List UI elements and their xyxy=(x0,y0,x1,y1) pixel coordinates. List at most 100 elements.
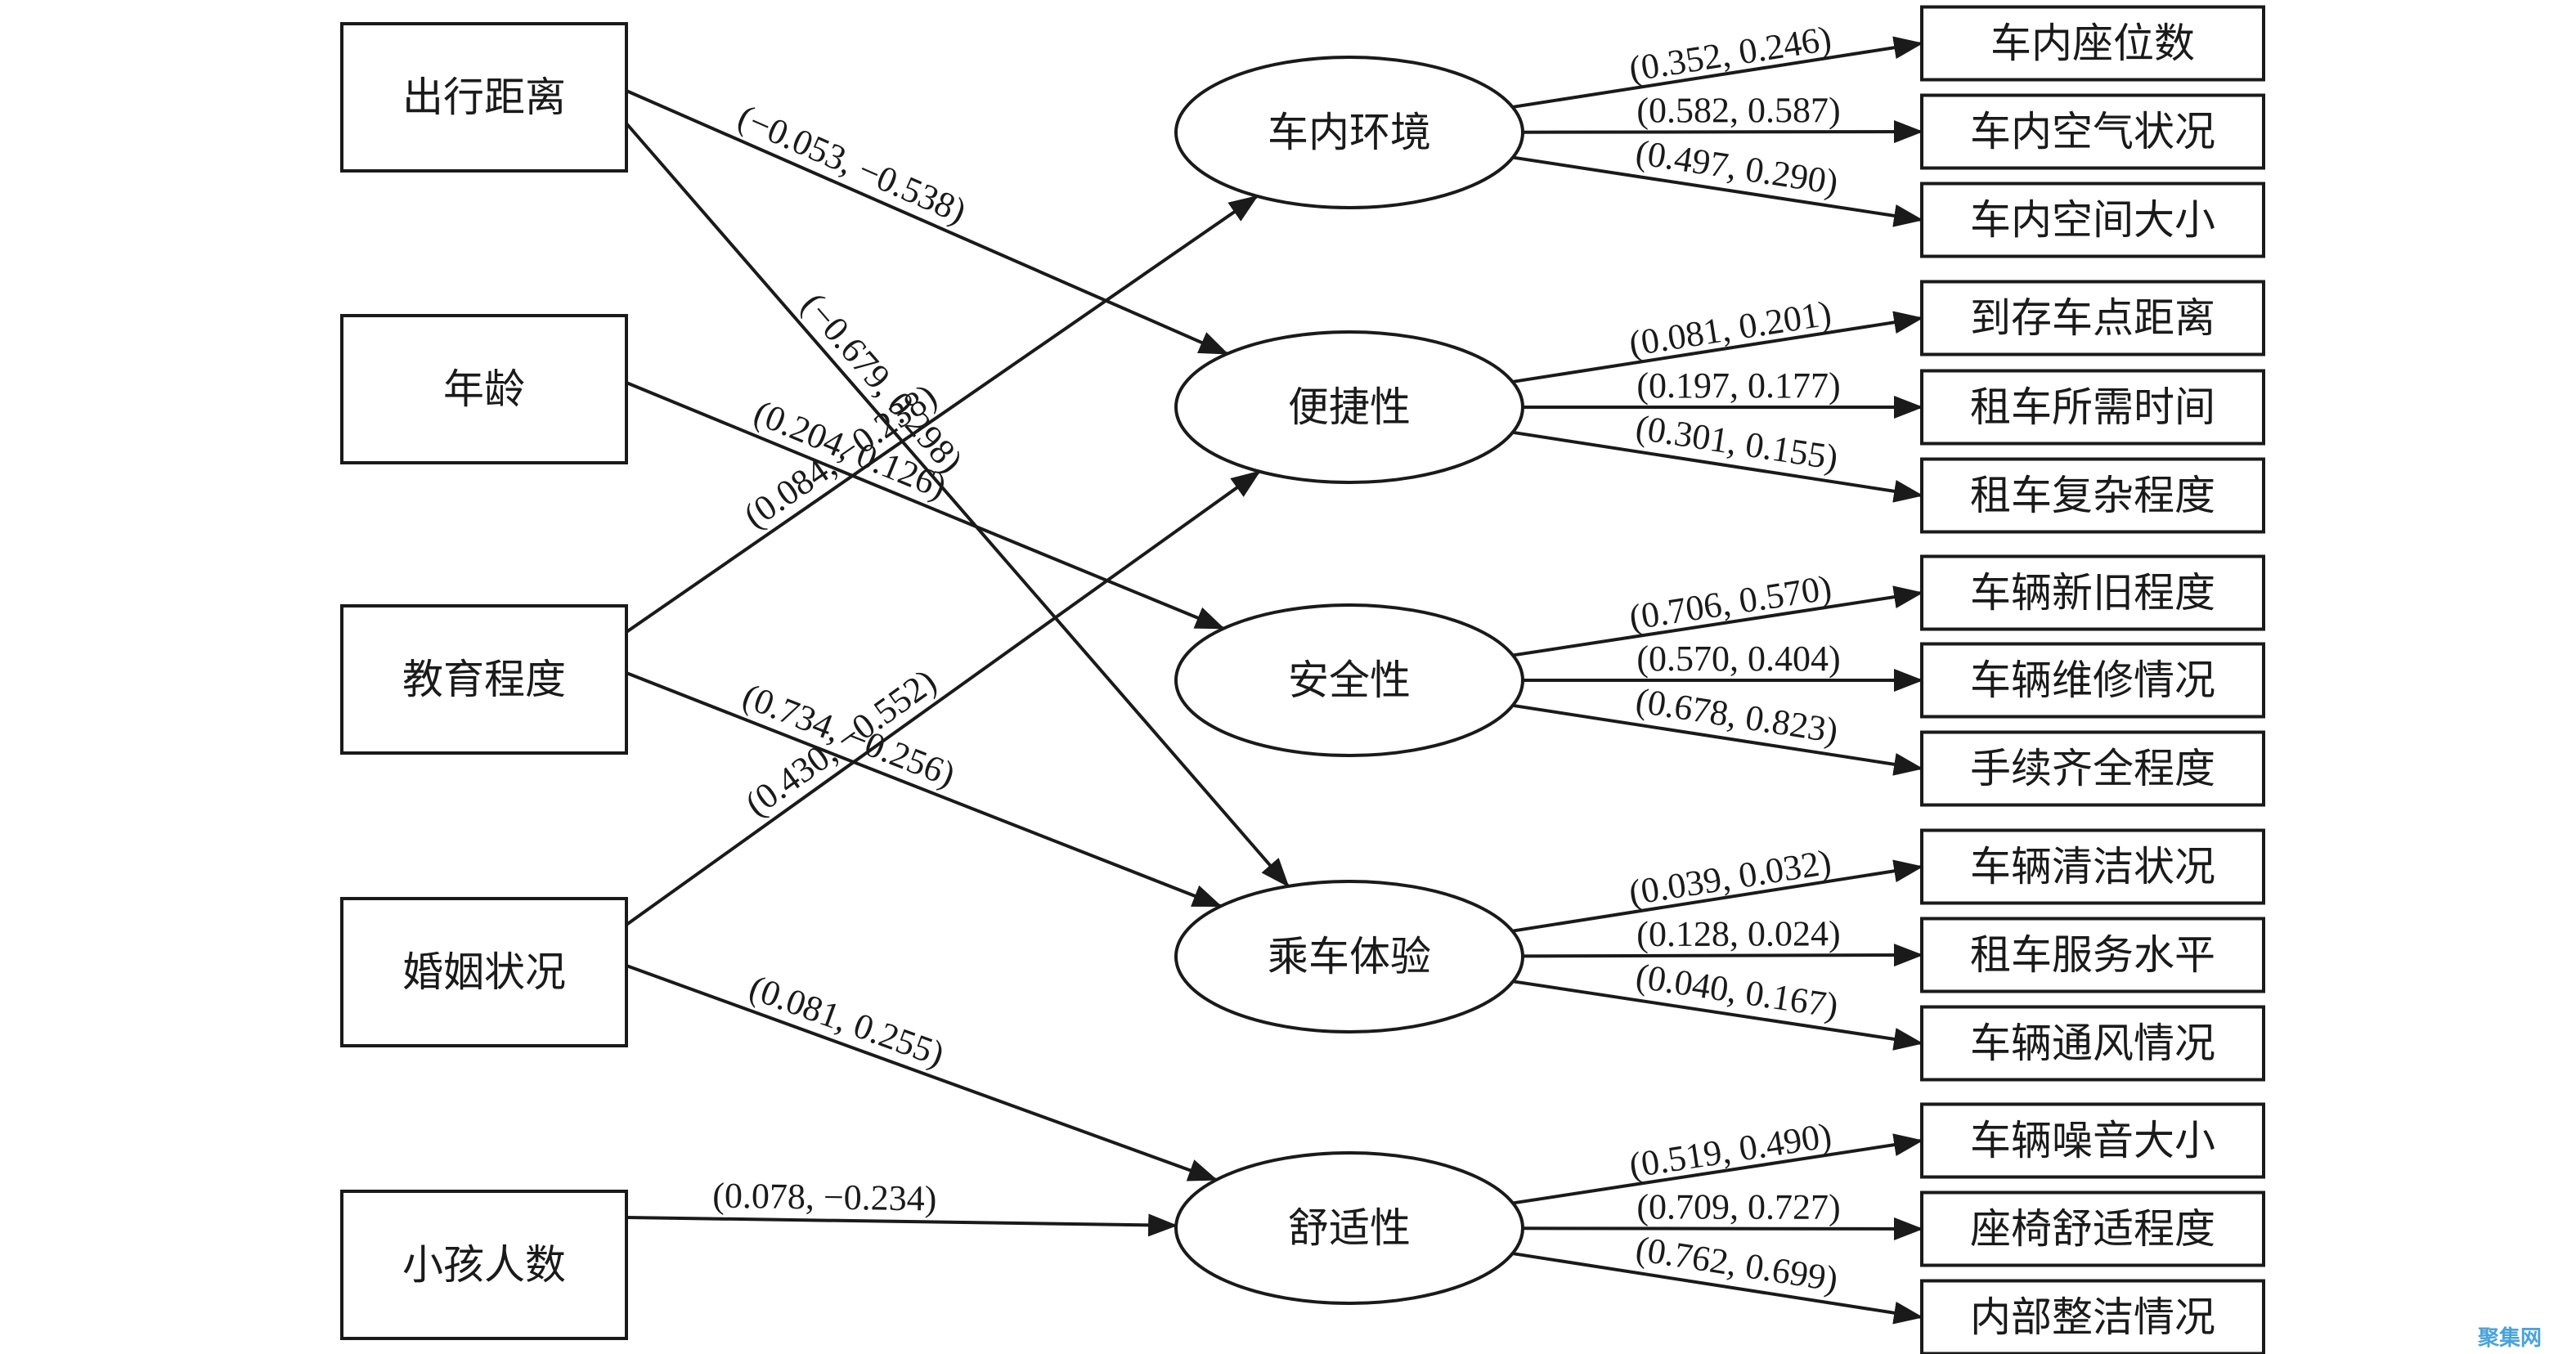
indicator-box-r12: 车辆通风情况 xyxy=(1920,1005,2265,1082)
indicator-box-r10: 车辆清洁状况 xyxy=(1920,828,2265,905)
indicator-box-r4: 到存车点距离 xyxy=(1920,280,2265,356)
factor-box-shape xyxy=(340,1190,628,1340)
loading-arrow-env-r3 xyxy=(1512,155,1923,227)
watermark-text: 聚集网 xyxy=(2477,1325,2542,1351)
loading-arrow-convenience-r4 xyxy=(1512,311,1923,383)
indicator-label: 座椅舒适程度 xyxy=(1970,1205,2215,1253)
indicator-box-shape xyxy=(1920,182,2265,258)
loading-arrow-env-r1 xyxy=(1512,36,1923,109)
indicator-box-r7: 车辆新旧程度 xyxy=(1920,554,2265,631)
factor-label: 小孩人数 xyxy=(402,1241,566,1289)
loading-arrow-comfort-r14 xyxy=(1522,1217,1923,1240)
latent-ellipse-comfort: 舒适性 xyxy=(1174,1151,1524,1305)
indicator-box-shape xyxy=(1920,369,2265,446)
indicator-box-shape xyxy=(1920,5,2265,82)
path-coefficient-label: (0.582, 0.587) xyxy=(1636,90,1840,130)
latent-ellipse-shape xyxy=(1174,603,1524,757)
factor-label: 教育程度 xyxy=(402,656,566,703)
indicator-label: 车内空气状况 xyxy=(1970,108,2215,155)
indicator-box-shape xyxy=(1920,1005,2265,1082)
path-arrow-children-comfort xyxy=(626,1213,1178,1237)
loading-arrow-safety-r7 xyxy=(1512,585,1923,657)
path-coefficient-label: (0.128, 0.024) xyxy=(1636,913,1840,954)
path-arrow-education-experience xyxy=(626,671,1223,908)
latent-ellipse-shape xyxy=(1174,880,1524,1033)
latent-ellipse-safety: 安全性 xyxy=(1174,603,1524,757)
indicator-box-shape xyxy=(1920,93,2265,170)
indicator-box-r1: 车内座位数 xyxy=(1920,5,2265,82)
indicator-box-r2: 车内空气状况 xyxy=(1920,93,2265,170)
indicator-label: 车辆维修情况 xyxy=(1970,657,2215,704)
factor-box-marital: 婚姻状况 xyxy=(340,897,628,1047)
path-coefficient-label: (0.709, 0.727) xyxy=(1636,1186,1840,1226)
factor-box-education: 教育程度 xyxy=(340,604,628,755)
path-coefficient-label: (0.352, 0.246) xyxy=(1627,18,1834,89)
loading-arrow-comfort-r13 xyxy=(1512,1133,1923,1205)
indicator-label: 车内座位数 xyxy=(1990,20,2195,67)
loading-arrow-experience-r11 xyxy=(1522,944,1923,967)
path-arrow-age-safety xyxy=(626,381,1226,630)
indicator-box-shape xyxy=(1920,730,2265,807)
latent-label: 车内环境 xyxy=(1268,109,1431,156)
path-coefficient-label: (0.519, 0.490) xyxy=(1627,1115,1834,1186)
loading-arrow-comfort-r15 xyxy=(1512,1252,1923,1325)
latent-label: 乘车体验 xyxy=(1268,933,1431,980)
indicator-label: 手续齐全程度 xyxy=(1970,745,2215,792)
indicator-label: 车辆清洁状况 xyxy=(1970,843,2215,890)
indicator-box-r5: 租车所需时间 xyxy=(1920,369,2265,446)
path-arrow-education-env xyxy=(625,195,1259,634)
indicator-label: 车内空间大小 xyxy=(1970,196,2215,244)
factor-box-shape xyxy=(340,22,628,173)
factor-label: 婚姻状况 xyxy=(402,948,566,996)
indicator-label: 内部整洁情况 xyxy=(1970,1293,2215,1341)
factor-box-shape xyxy=(340,604,628,755)
indicator-label: 车辆噪音大小 xyxy=(1970,1117,2215,1164)
path-arrow-marital-comfort xyxy=(626,964,1218,1181)
indicator-label: 租车服务水平 xyxy=(1970,931,2215,979)
indicator-box-shape xyxy=(1920,642,2265,719)
indicator-label: 租车复杂程度 xyxy=(1970,472,2215,519)
indicator-box-r15: 内部整洁情况 xyxy=(1920,1279,2265,1354)
latent-ellipse-shape xyxy=(1174,1151,1524,1305)
indicator-box-r3: 车内空间大小 xyxy=(1920,182,2265,258)
indicator-box-r9: 手续齐全程度 xyxy=(1920,730,2265,807)
factor-box-age: 年龄 xyxy=(340,314,628,464)
indicator-label: 到存车点距离 xyxy=(1970,294,2215,342)
loading-arrow-experience-r12 xyxy=(1512,980,1923,1051)
path-coefficient-label: (0.570, 0.404) xyxy=(1636,639,1840,679)
latent-label: 便捷性 xyxy=(1288,383,1411,431)
loading-arrow-experience-r10 xyxy=(1512,859,1923,933)
path-coefficient-label: (0.078, −0.234) xyxy=(712,1176,937,1219)
latent-ellipse-env: 车内环境 xyxy=(1174,56,1524,209)
indicator-box-shape xyxy=(1920,828,2265,905)
indicator-box-shape xyxy=(1920,554,2265,631)
factor-box-shape xyxy=(340,314,628,464)
path-coefficient-label: (0.081, 0.201) xyxy=(1627,293,1834,364)
factor-box-shape xyxy=(340,897,628,1047)
indicator-label: 租车所需时间 xyxy=(1970,383,2215,431)
path-coefficient-label: (0.706, 0.570) xyxy=(1627,567,1834,638)
factor-box-children: 小孩人数 xyxy=(340,1190,628,1340)
factor-box-distance: 出行距离 xyxy=(340,22,628,173)
indicator-label: 车辆通风情况 xyxy=(1970,1020,2215,1067)
indicator-label: 车辆新旧程度 xyxy=(1970,569,2215,616)
path-arrow-distance-convenience xyxy=(626,89,1229,356)
indicator-box-r8: 车辆维修情况 xyxy=(1920,642,2265,719)
indicator-box-shape xyxy=(1920,1102,2265,1179)
indicator-box-r6: 租车复杂程度 xyxy=(1920,457,2265,534)
latent-label: 舒适性 xyxy=(1288,1204,1411,1252)
indicator-box-r11: 租车服务水平 xyxy=(1920,917,2265,993)
path-coefficient-label: (−0.053, −0.538) xyxy=(732,96,972,231)
latent-ellipse-experience: 乘车体验 xyxy=(1174,880,1524,1033)
indicator-box-shape xyxy=(1920,1190,2265,1267)
factor-label: 年龄 xyxy=(443,365,525,413)
indicator-box-shape xyxy=(1920,917,2265,993)
indicator-box-r14: 座椅舒适程度 xyxy=(1920,1190,2265,1267)
path-arrow-marital-convenience xyxy=(625,470,1261,926)
loading-arrow-safety-r9 xyxy=(1512,703,1923,776)
latent-ellipse-convenience: 便捷性 xyxy=(1174,330,1524,484)
latent-label: 安全性 xyxy=(1288,657,1411,704)
path-coefficient-label: (0.039, 0.032) xyxy=(1627,842,1834,913)
